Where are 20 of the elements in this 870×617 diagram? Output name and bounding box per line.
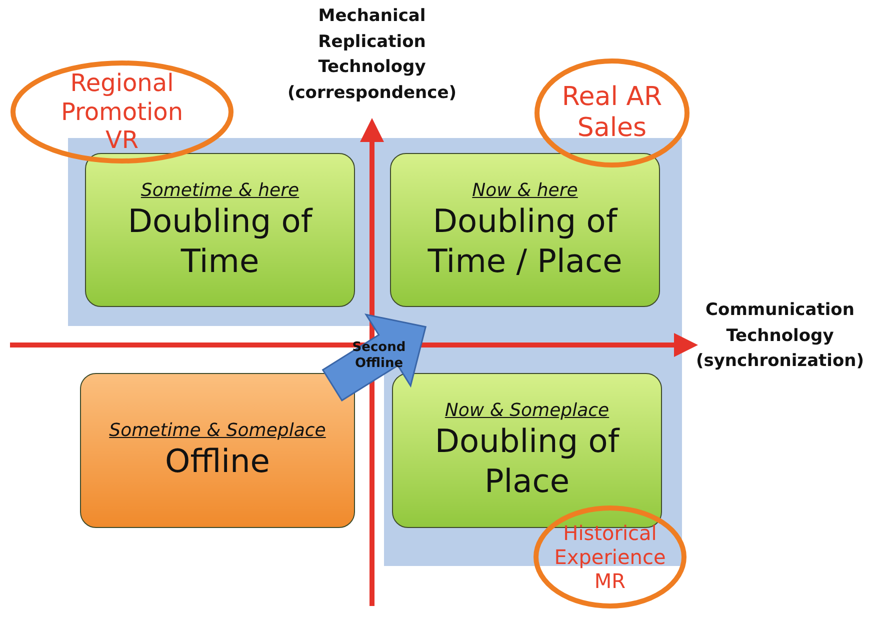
axis-label: Communication Technology (synchronization) (694, 299, 866, 373)
callout-text: Historical Experience MR (553, 521, 667, 593)
quadrant-box (80, 373, 355, 528)
callout-text: Regional Promotion VR (60, 68, 184, 156)
ellipse-callout (10, 60, 234, 164)
ellipse-callout (534, 58, 690, 168)
quadrant-subtitle: Sometime & here (140, 180, 300, 200)
quadrant-title: Doubling of Time (126, 200, 314, 280)
ellipse-callout (533, 505, 687, 609)
axis-label: Mechanical Replication Technology (correspondence) (286, 5, 458, 104)
quadrant-title: Doubling of Time / Place (426, 200, 624, 280)
quadrant-box (85, 153, 355, 307)
quadrant-title: Doubling of Place (434, 421, 621, 501)
quadrant-subtitle: Now & here (472, 180, 578, 200)
quadrant-subtitle: Sometime & Someplace (109, 420, 326, 441)
arrow-label: Second Offline (351, 340, 407, 372)
quadrant-subtitle: Now & Someplace (444, 400, 610, 421)
quadrant-box (390, 153, 660, 307)
quadrant-title: Offline (164, 441, 271, 481)
callout-text: Real AR Sales (560, 82, 664, 144)
